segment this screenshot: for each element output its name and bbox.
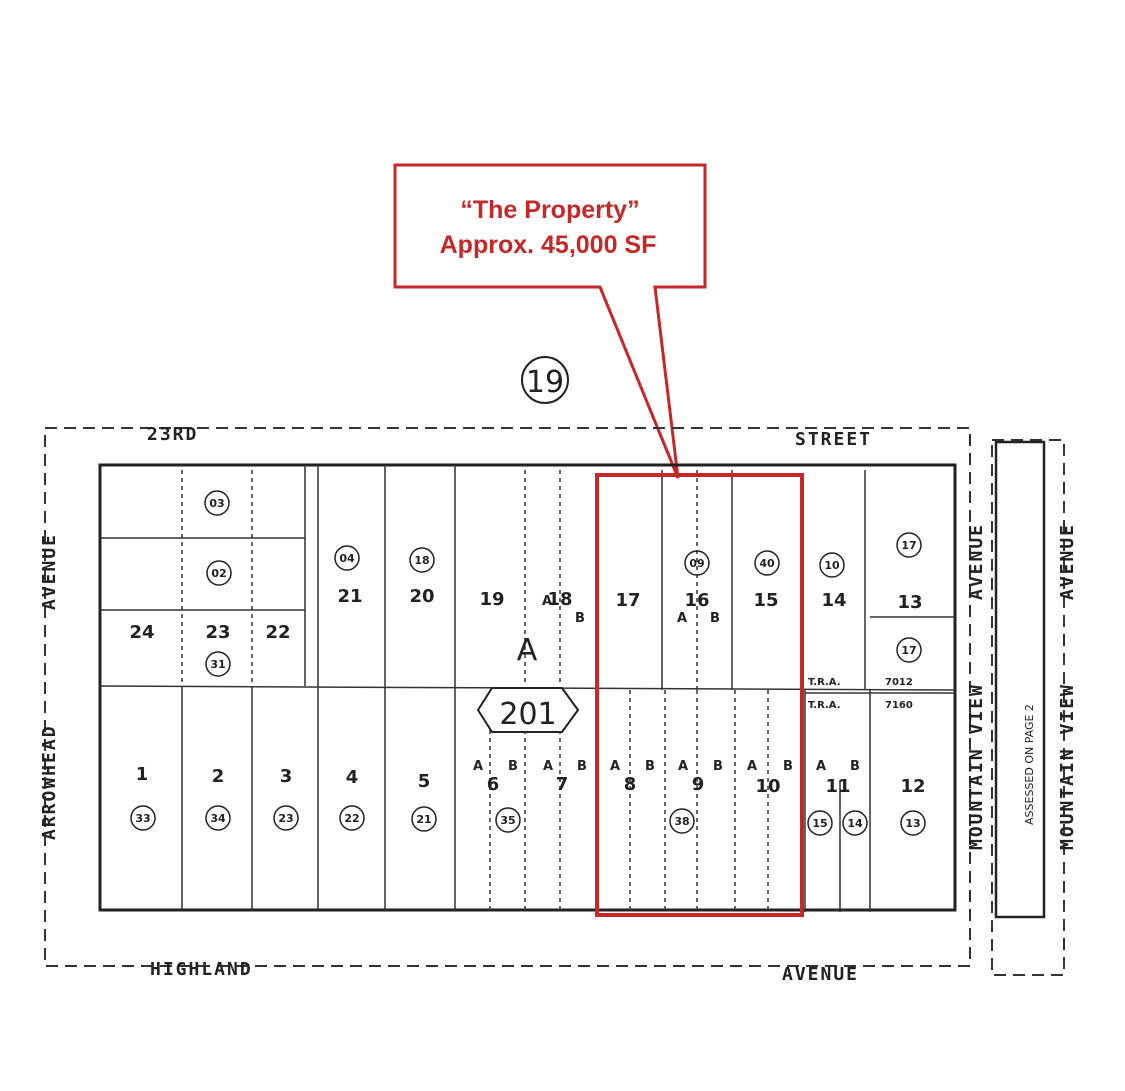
sub-b: B	[713, 759, 723, 774]
parcel-18: 18	[414, 554, 429, 567]
parcel-35: 35	[500, 814, 515, 827]
sub-a: A	[543, 759, 553, 774]
lot-16: 16	[684, 590, 709, 611]
sub-a: A	[473, 759, 483, 774]
street-mountain-view: MOUNTAIN VIEW	[966, 683, 987, 850]
parcel-22: 22	[344, 812, 359, 825]
property-callout: “The Property” Approx. 45,000 SF	[393, 163, 707, 479]
parcel-21: 21	[416, 813, 431, 826]
lot-12: 12	[900, 776, 925, 797]
street-23rd: 23RD	[147, 424, 198, 445]
street-highland: HIGHLAND	[150, 959, 253, 980]
tra-value-1: 7012	[885, 677, 913, 688]
lot-22: 22	[265, 622, 290, 643]
street-avenue-bottom: AVENUE	[782, 964, 859, 985]
lot-10: 10	[755, 776, 780, 797]
lot-19: 19	[479, 589, 504, 610]
parcel-38: 38	[674, 815, 689, 828]
lot-5: 5	[418, 771, 431, 792]
parcel-03: 03	[209, 497, 224, 510]
street-mountain-view-far: MOUNTAIN VIEW	[1057, 683, 1078, 850]
callout-title: “The Property”	[460, 196, 639, 224]
map-page-number: 19	[526, 365, 564, 400]
parcel-10: 10	[824, 559, 840, 572]
lot-8: 8	[624, 774, 637, 795]
sub-a: A	[816, 759, 826, 774]
street-arrowhead: ARROWHEAD	[39, 724, 60, 840]
sub-b: B	[850, 759, 860, 774]
sub-a: A	[677, 611, 687, 626]
sub-a: A	[678, 759, 688, 774]
street-avenue-right: AVENUE	[966, 523, 987, 600]
street-avenue-left: AVENUE	[39, 533, 60, 610]
lot-numbers: 24 23 22 21 20 19 18 17 16 15 14 13 1 2 …	[129, 586, 925, 797]
sub-b: B	[710, 611, 720, 626]
street-avenue-far: AVENUE	[1057, 523, 1078, 600]
parcel-17b: 17	[901, 644, 916, 657]
block-boundary	[44, 427, 971, 967]
tra-label-b: T.R.A.	[808, 700, 841, 711]
parcel-40: 40	[759, 557, 775, 570]
lot-21: 21	[337, 586, 362, 607]
sub-b: B	[783, 759, 793, 774]
lot-24: 24	[129, 622, 154, 643]
lot-23: 23	[205, 622, 230, 643]
lot-15: 15	[753, 590, 778, 611]
block-letter: A	[517, 633, 538, 668]
block-a	[98, 463, 957, 912]
parcel-23: 23	[278, 812, 293, 825]
parcel-33: 33	[135, 812, 150, 825]
parcel-17a: 17	[901, 539, 916, 552]
lot-14: 14	[821, 590, 846, 611]
parcel-34: 34	[210, 812, 226, 825]
lot-13: 13	[897, 592, 922, 613]
parcel-04: 04	[339, 552, 355, 565]
parcel-15: 15	[812, 817, 827, 830]
lot-1: 1	[136, 764, 149, 785]
lot-4: 4	[346, 767, 359, 788]
parcel-14: 14	[847, 817, 863, 830]
lot-11: 11	[825, 776, 850, 797]
property-outline	[595, 473, 804, 917]
lot-20: 20	[409, 586, 434, 607]
parcel-02: 02	[211, 567, 226, 580]
street-street: STREET	[795, 429, 872, 450]
lot-18: 18	[547, 589, 572, 610]
book-number: 201	[499, 697, 556, 732]
sub-a: A	[747, 759, 757, 774]
tra-label-a: T.R.A.	[808, 677, 841, 688]
parcel-31: 31	[210, 658, 225, 671]
lot-6: 6	[487, 774, 500, 795]
sub-a: A	[610, 759, 620, 774]
callout-area: Approx. 45,000 SF	[440, 231, 657, 259]
parcel-13: 13	[905, 817, 920, 830]
lot-9: 9	[692, 774, 705, 795]
sub-b: B	[645, 759, 655, 774]
sub-a: A	[542, 594, 552, 609]
sub-b: B	[575, 611, 585, 626]
lot-2: 2	[212, 766, 225, 787]
tra-value-2: 7160	[885, 700, 913, 711]
lot-17: 17	[615, 590, 640, 611]
lot-7: 7	[556, 774, 569, 795]
lot-3: 3	[280, 766, 293, 787]
sub-b: B	[577, 759, 587, 774]
sub-b: B	[508, 759, 518, 774]
assessed-note: ASSESSED ON PAGE 2	[1023, 704, 1036, 825]
parcel-09: 09	[689, 557, 704, 570]
